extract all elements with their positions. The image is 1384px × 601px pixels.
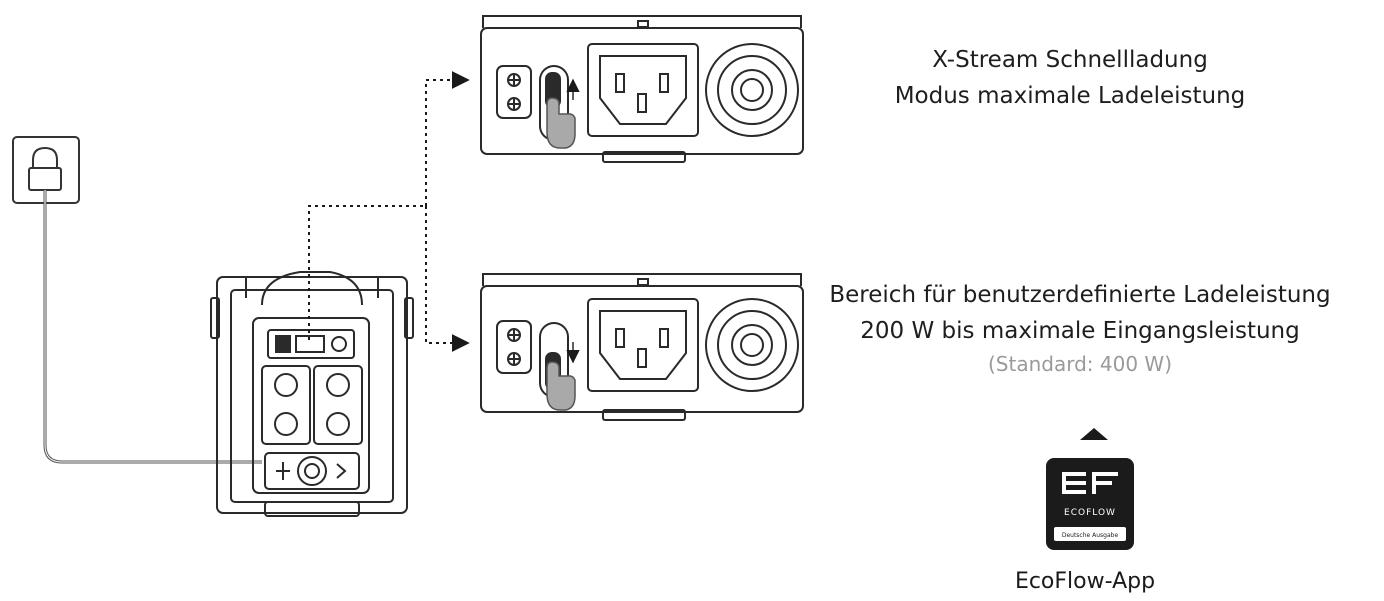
bottom-mode-line1: Bereich für benutzerdefinierte Ladeleist… (829, 282, 1331, 308)
hand-pointer-icon-bottom (546, 361, 576, 411)
app-caption: EcoFlow-App (1014, 569, 1156, 594)
hand-pointer-icon (546, 97, 576, 149)
app-brand-text: ECOFLOW (1064, 508, 1116, 518)
top-mode-line2: Modus maximale Ladeleistung (894, 83, 1246, 109)
app-icon[interactable]: ECOFLOW Deutsche Ausgabe (1046, 458, 1134, 550)
dashed-connectors (308, 71, 470, 352)
power-cable (43, 190, 262, 464)
ac-input-panel-top (480, 15, 804, 163)
ac-input-panel-bottom (480, 273, 804, 421)
bottom-mode-label: Bereich für benutzerdefinierte Ladeleist… (800, 277, 1360, 379)
app-badge-text: Deutsche Ausgabe (1062, 532, 1119, 539)
triangle-up-icon (1080, 428, 1108, 440)
top-mode-label: X-Stream Schnellladung Modus maximale La… (850, 42, 1290, 114)
bottom-mode-default: (Standard: 400 W) (988, 352, 1172, 376)
bottom-mode-line2: 200 W bis maximale Eingangsleistung (860, 318, 1300, 344)
power-station-icon (210, 271, 414, 517)
top-mode-line1: X-Stream Schnellladung (932, 47, 1208, 73)
